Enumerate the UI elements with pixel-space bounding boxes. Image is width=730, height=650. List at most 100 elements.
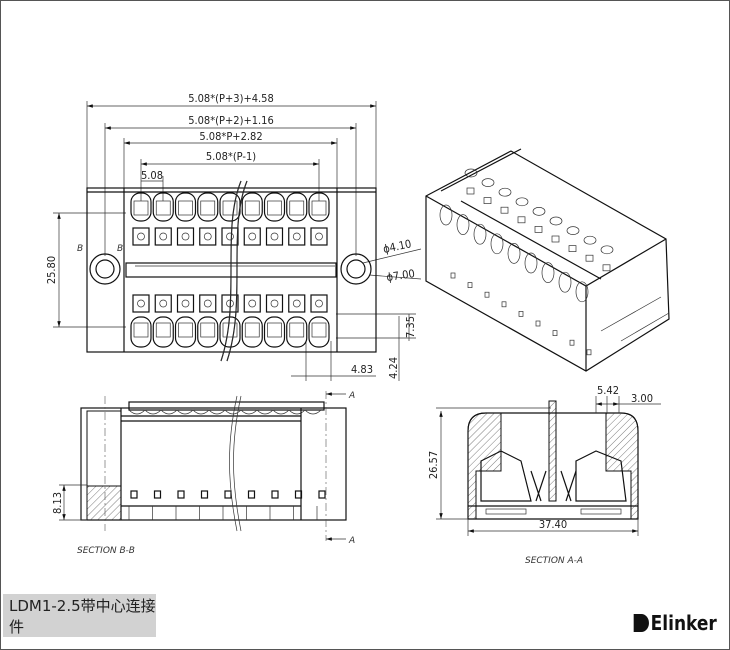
section-bb-label: SECTION B-B	[77, 546, 135, 556]
terminal-bottom	[130, 316, 152, 348]
section-bb-body	[80, 407, 347, 521]
screw-bottom	[270, 299, 279, 308]
iso-terminal-front	[541, 262, 555, 283]
dim-mount-holes: 5.08*(P+2)+1.16	[188, 114, 274, 127]
dim-aa-b: 3.00	[631, 392, 653, 405]
screw-top	[315, 232, 323, 241]
wire-entry-bottom	[222, 322, 238, 338]
release-bottom	[199, 294, 217, 313]
dim-aa-width: 37.40	[539, 518, 567, 531]
iso-slot	[501, 301, 507, 308]
wire-entry-top	[222, 200, 238, 216]
terminal-top	[130, 192, 152, 222]
screw-bottom	[159, 299, 168, 308]
iso-terminal-front	[439, 204, 453, 226]
dim-row-offset: 7.35	[404, 316, 417, 338]
wire-entry-bottom	[267, 322, 282, 338]
screw-top	[226, 232, 234, 241]
iso-release	[551, 235, 560, 243]
screw-top	[203, 232, 212, 241]
terminal-top	[286, 192, 308, 222]
cut-mark-bottom: A	[348, 536, 355, 546]
screw-bottom	[248, 299, 257, 308]
isometric-view	[425, 148, 670, 372]
dim-body: 5.08*P+2.82	[199, 130, 262, 143]
iso-terminal-back	[583, 235, 597, 245]
iso-slot	[518, 311, 524, 317]
release-top	[221, 227, 239, 246]
iso-slot	[569, 339, 575, 346]
section-aa-label: SECTION A-A	[525, 556, 583, 566]
brand-logo: Elinker	[633, 611, 717, 635]
release-top	[243, 227, 261, 246]
terminal-top	[197, 192, 219, 222]
brand-name: Elinker	[650, 611, 717, 635]
screw-top	[137, 232, 145, 241]
release-bottom	[176, 294, 195, 313]
release-top	[265, 227, 284, 246]
dimension-lines	[53, 101, 422, 381]
dim-aa-height: 26.57	[427, 451, 440, 479]
wire-entry-bottom	[155, 322, 171, 338]
section-bb-slot	[247, 490, 256, 499]
terminal-top	[263, 192, 286, 222]
terminal-bottom	[263, 316, 286, 348]
iso-slot	[586, 349, 592, 356]
release-bottom	[310, 294, 328, 313]
connector-body	[86, 187, 377, 353]
dim-height: 25.80	[45, 256, 58, 284]
iso-terminal-front	[473, 223, 487, 245]
release-top	[310, 227, 328, 246]
dim-end-offset: 4.83	[351, 363, 373, 376]
wire-entry-top	[133, 200, 149, 216]
dim-overall: 5.08*(P+3)+4.58	[188, 92, 274, 105]
mount-hole-right	[340, 253, 372, 285]
pin-array	[130, 192, 330, 348]
section-mark-b-left: B	[77, 244, 83, 254]
dim-bb-height: 8.13	[51, 492, 64, 514]
iso-terminal-back	[600, 245, 614, 255]
iso-terminal-front	[575, 281, 589, 303]
terminal-bottom	[152, 316, 174, 348]
section-bb-slot	[271, 490, 279, 499]
dim-pins: 5.08*(P-1)	[206, 150, 256, 163]
iso-release	[534, 226, 543, 233]
release-top	[288, 227, 306, 246]
cut-mark-top: A	[348, 391, 355, 401]
dim-hole-large: ϕ7.00	[386, 267, 416, 284]
section-bb-view: 8.13 A A SECTION B-B	[51, 391, 355, 556]
iso-release	[483, 197, 492, 204]
release-top	[132, 227, 150, 246]
iso-slot	[484, 291, 490, 298]
wire-entry-top	[244, 200, 260, 216]
release-top	[154, 227, 172, 246]
wire-entry-top	[267, 200, 282, 216]
release-bottom	[265, 294, 284, 313]
section-bb-slot	[318, 490, 326, 499]
screw-top	[181, 232, 190, 241]
iso-terminal-back	[464, 168, 478, 178]
iso-terminal-front	[490, 233, 504, 255]
mount-hole-left	[89, 253, 121, 285]
iso-terminal-back	[566, 226, 580, 235]
wire-entry-top	[289, 200, 305, 216]
iso-release	[602, 264, 611, 272]
screw-top	[248, 232, 257, 241]
iso-terminal-back	[481, 178, 495, 187]
part-title: LDM1-2.5带中心连接件	[3, 594, 156, 637]
iso-slot	[467, 282, 473, 288]
wire-entry-bottom	[311, 322, 327, 338]
iso-terminal-front	[507, 243, 521, 264]
iso-release	[585, 254, 594, 262]
iso-slot	[535, 320, 541, 327]
section-bb-slot	[177, 490, 185, 499]
terminal-bottom	[197, 316, 219, 348]
iso-release	[517, 216, 526, 224]
wire-entry-top	[200, 200, 216, 216]
section-aa-view: 26.57 37.40 5.42 3.00 SECTION A-A	[427, 384, 661, 566]
iso-terminal-back	[515, 197, 529, 207]
terminal-bottom	[241, 316, 263, 348]
screw-bottom	[292, 299, 301, 308]
